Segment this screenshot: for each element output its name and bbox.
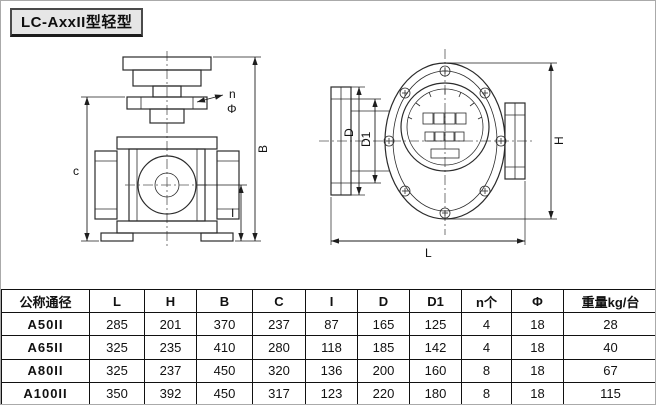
spec-cell: 325 — [89, 358, 145, 383]
col-header-n: n个 — [461, 288, 512, 314]
dimension-D1: D1 — [351, 98, 381, 184]
model-cell: A50II — [1, 312, 90, 337]
spec-cell: 118 — [305, 335, 358, 360]
body-bolts — [383, 65, 507, 219]
spec-cell: 285 — [89, 312, 145, 337]
spec-cell: 160 — [409, 358, 462, 383]
spec-cell: 410 — [196, 335, 253, 360]
dial-face — [400, 82, 490, 172]
spec-cell: 201 — [144, 312, 197, 337]
spec-cell: 185 — [357, 335, 410, 360]
spec-cell: 220 — [357, 381, 410, 404]
spec-table: 公称通径 L H B C I D D1 n个 Φ 重量kg/台 A50II 28… — [1, 288, 655, 404]
col-header-D1: D1 — [409, 288, 462, 314]
table-row: A80II 325 237 450 320 136 200 160 8 18 6… — [1, 358, 655, 383]
spec-cell: 350 — [89, 381, 145, 404]
meter-body — [94, 136, 240, 242]
spec-cell: 18 — [511, 312, 564, 337]
spec-cell: 280 — [252, 335, 306, 360]
spec-cell: 370 — [196, 312, 253, 337]
technical-drawing: n Φ — [73, 49, 566, 260]
spec-cell: 237 — [144, 358, 197, 383]
model-cell: A80II — [1, 358, 90, 383]
spec-cell: 450 — [196, 358, 253, 383]
spec-cell: 237 — [252, 312, 306, 337]
bolt-count-label: n — [229, 87, 236, 101]
dimension-c: c — [73, 96, 125, 242]
col-header-B: B — [196, 288, 253, 314]
spec-cell: 325 — [89, 335, 145, 360]
dimension-D: D — [342, 86, 365, 196]
spec-cell: 392 — [144, 381, 197, 404]
left-flange — [330, 86, 390, 196]
table-row: A65II 325 235 410 280 118 185 142 4 18 4… — [1, 335, 655, 360]
spec-cell: 450 — [196, 381, 253, 404]
table-row: A100II 350 392 450 317 123 220 180 8 18 … — [1, 381, 655, 404]
dim-label-L: L — [425, 246, 432, 260]
dimension-L: L — [330, 181, 526, 260]
bolt-diameter-label: Φ — [227, 102, 237, 116]
page-title: LC-AxxII型轻型 — [10, 8, 144, 37]
spec-cell: 142 — [409, 335, 462, 360]
spec-cell: 180 — [409, 381, 462, 404]
col-header-H: H — [144, 288, 197, 314]
dimension-H: H — [447, 62, 566, 220]
spec-cell: 18 — [511, 358, 564, 383]
spec-cell: 165 — [357, 312, 410, 337]
col-header-D: D — [357, 288, 410, 314]
col-header-weight: 重量kg/台 — [563, 288, 655, 314]
col-header-I: I — [305, 288, 358, 314]
dim-label-H: H — [552, 136, 566, 145]
col-header-L: L — [89, 288, 145, 314]
spec-cell: 317 — [252, 381, 306, 404]
spec-cell: 28 — [563, 312, 655, 337]
col-header-C: C — [252, 288, 306, 314]
spec-cell: 125 — [409, 312, 462, 337]
spec-cell: 4 — [461, 335, 512, 360]
spec-cell: 8 — [461, 381, 512, 404]
spec-cell: 40 — [563, 335, 655, 360]
spec-cell: 87 — [305, 312, 358, 337]
spec-cell: 18 — [511, 335, 564, 360]
col-header-nominal-diameter: 公称通径 — [1, 288, 90, 314]
bolt-callout: n Φ — [196, 87, 237, 116]
spec-cell: 123 — [305, 381, 358, 404]
spec-cell: 136 — [305, 358, 358, 383]
dim-label-D: D — [342, 128, 356, 137]
spec-cell: 235 — [144, 335, 197, 360]
dimension-I: I — [197, 184, 247, 241]
model-cell: A100II — [1, 381, 90, 404]
col-header-phi: Φ — [511, 288, 564, 314]
dim-label-c: c — [73, 164, 79, 178]
spec-cell: 8 — [461, 358, 512, 383]
spec-cell: 200 — [357, 358, 410, 383]
right-flange — [504, 102, 526, 180]
side-view-drawing: D D1 — [319, 49, 566, 260]
model-cell: A65II — [1, 335, 90, 360]
dim-label-D1: D1 — [359, 131, 373, 147]
spec-cell: 67 — [563, 358, 655, 383]
front-view-drawing: n Φ — [73, 51, 270, 247]
spec-cell: 4 — [461, 312, 512, 337]
dim-label-I: I — [231, 206, 234, 220]
counter-head — [122, 56, 212, 124]
dimension-B: B — [213, 56, 270, 242]
table-header-row: 公称通径 L H B C I D D1 n个 Φ 重量kg/台 — [1, 288, 655, 314]
table-row: A50II 285 201 370 237 87 165 125 4 18 28 — [1, 312, 655, 337]
dim-label-B: B — [256, 145, 270, 153]
spec-cell: 115 — [563, 381, 655, 404]
spec-cell: 18 — [511, 381, 564, 404]
spec-cell: 320 — [252, 358, 306, 383]
